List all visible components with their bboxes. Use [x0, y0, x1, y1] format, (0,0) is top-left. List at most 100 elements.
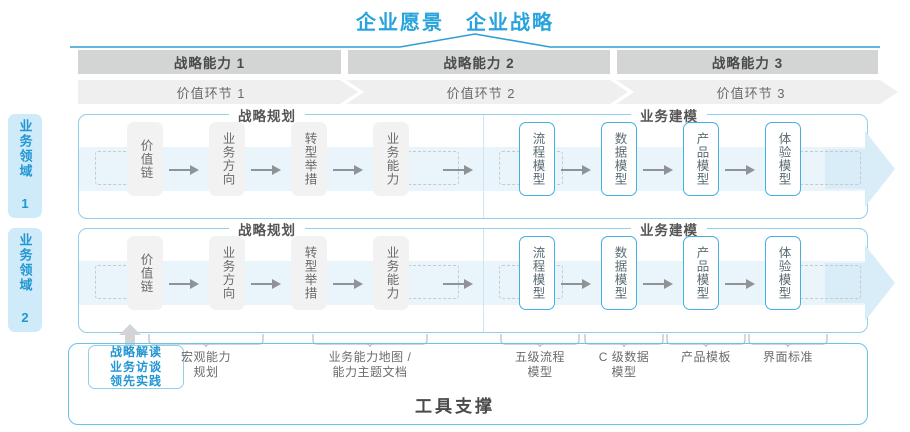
anno-line-1: 战略解读 — [109, 345, 162, 360]
label-c-level-data: C 级数据 模型 — [580, 350, 668, 380]
anno-line-3: 领先实践 — [109, 374, 162, 389]
arrow-icon — [643, 279, 673, 289]
tool-support-container — [68, 343, 868, 425]
domain-row-1: 战略规划 业务建模 价值链 业务方向 转型举措 业务能力 流程模型 数据模型 — [78, 105, 895, 219]
value-chain-cell-1[interactable]: 价值环节 1 — [78, 80, 358, 104]
label-macro-capability: 宏观能力 规划 — [146, 350, 266, 380]
label-line: 模型 — [611, 365, 637, 379]
label-line: 规划 — [193, 365, 219, 379]
node-label: 业务方向 — [220, 132, 235, 186]
capability-label-2: 战略能力 2 — [443, 56, 515, 71]
section-divider-2 — [483, 229, 484, 332]
arrow-icon — [443, 165, 473, 175]
label-five-level-process: 五级流程 模型 — [496, 350, 584, 380]
node-business-capability[interactable]: 业务能力 — [373, 236, 409, 310]
node-label: 流程模型 — [530, 246, 545, 300]
node-transformation-measures[interactable]: 转型举措 — [291, 122, 327, 196]
label-line: 宏观能力 — [180, 350, 231, 364]
value-chain-label-1: 价值环节 1 — [176, 85, 246, 101]
arrow-icon — [725, 279, 755, 289]
label-line: 业务能力地图 / — [328, 350, 412, 364]
node-label: 转型举措 — [302, 246, 317, 300]
node-business-direction[interactable]: 业务方向 — [209, 236, 245, 310]
node-label: 数据模型 — [612, 246, 627, 300]
node-label: 数据模型 — [612, 132, 627, 186]
value-chain-label-3: 价值环节 3 — [716, 85, 786, 101]
label-line: C 级数据 — [598, 350, 650, 364]
sidebar-item-label-1: 业务领域 1 — [17, 119, 33, 213]
value-chain-label-2: 价值环节 2 — [446, 85, 516, 101]
capability-cell-3[interactable]: 战略能力 3 — [617, 50, 878, 74]
capability-cell-2[interactable]: 战略能力 2 — [348, 50, 610, 74]
strategy-interpretation-box[interactable]: 战略解读 业务访谈 领先实践 — [88, 345, 184, 389]
node-label: 业务方向 — [220, 246, 235, 300]
annotation-up-arrow-icon — [119, 324, 141, 352]
value-chain-bar-row: 价值环节 1 价值环节 2 价值环节 3 — [78, 80, 898, 104]
arrow-icon — [333, 279, 363, 289]
domain-row-2: 战略规划 业务建模 价值链 业务方向 转型举措 业务能力 流程模型 数据模型 产… — [78, 219, 895, 333]
sidebar-item-domain-2[interactable]: 业务领域 2 — [8, 228, 42, 332]
label-product-template: 产品模板 — [662, 350, 750, 365]
value-chain-cell-3[interactable]: 价值环节 3 — [616, 80, 898, 104]
section-title-planning-1: 战略规划 — [229, 105, 305, 125]
node-transformation-measures[interactable]: 转型举措 — [291, 236, 327, 310]
node-business-direction[interactable]: 业务方向 — [209, 122, 245, 196]
label-line: 模型 — [527, 365, 553, 379]
node-label: 转型举措 — [302, 132, 317, 186]
node-label: 体验模型 — [776, 246, 791, 300]
node-label: 产品模型 — [694, 246, 709, 300]
arrow-icon — [443, 279, 473, 289]
node-product-model[interactable]: 产品模型 — [683, 236, 719, 310]
label-line: 五级流程 — [514, 350, 565, 364]
node-data-model[interactable]: 数据模型 — [601, 236, 637, 310]
section-title-modeling-2: 业务建模 — [631, 219, 707, 239]
arrow-icon — [169, 279, 199, 289]
arrow-icon — [333, 165, 363, 175]
capability-cell-1[interactable]: 战略能力 1 — [78, 50, 341, 74]
arrow-icon — [169, 165, 199, 175]
node-product-model[interactable]: 产品模型 — [683, 122, 719, 196]
arrow-icon — [251, 279, 281, 289]
node-experience-model[interactable]: 体验模型 — [765, 122, 801, 196]
node-process-model[interactable]: 流程模型 — [519, 122, 555, 196]
capability-label-1: 战略能力 1 — [173, 56, 246, 71]
dashed-placeholder — [797, 151, 861, 185]
arrow-icon — [643, 165, 673, 175]
node-process-model[interactable]: 流程模型 — [519, 236, 555, 310]
enterprise-strategy-title: 企业战略 — [466, 12, 554, 34]
node-label: 流程模型 — [530, 132, 545, 186]
node-value-chain[interactable]: 价值链 — [127, 122, 163, 196]
node-business-capability[interactable]: 业务能力 — [373, 122, 409, 196]
sidebar-item-label-2: 业务领域 2 — [17, 233, 33, 327]
node-label: 价值链 — [138, 138, 153, 180]
arrow-icon — [561, 165, 591, 175]
label-ui-standard: 界面标准 — [744, 350, 832, 365]
dashed-placeholder — [797, 265, 861, 299]
sidebar-item-domain-1[interactable]: 业务领域 1 — [8, 114, 42, 218]
node-data-model[interactable]: 数据模型 — [601, 122, 637, 196]
anno-line-2: 业务访谈 — [109, 359, 162, 374]
label-line: 能力主题文档 — [332, 365, 408, 379]
vision-connector-line — [70, 33, 880, 48]
section-divider-1 — [483, 115, 484, 218]
section-title-planning-2: 战略规划 — [229, 219, 305, 239]
label-capability-map: 业务能力地图 / 能力主题文档 — [306, 350, 434, 380]
value-chain-cell-2[interactable]: 价值环节 2 — [346, 80, 628, 104]
arrow-icon — [561, 279, 591, 289]
capability-label-3: 战略能力 3 — [711, 56, 784, 71]
strategic-capability-bar-row: 战略能力 1 战略能力 2 战略能力 3 — [78, 50, 878, 74]
node-value-chain[interactable]: 价值链 — [127, 236, 163, 310]
section-title-modeling-1: 业务建模 — [631, 105, 707, 125]
tool-support-title: 工具支撑 — [415, 397, 495, 416]
label-line: 产品模板 — [680, 350, 731, 364]
node-label: 价值链 — [138, 252, 153, 294]
node-label: 产品模型 — [694, 132, 709, 186]
node-label: 业务能力 — [384, 246, 399, 300]
node-label: 业务能力 — [384, 132, 399, 186]
node-label: 体验模型 — [776, 132, 791, 186]
enterprise-vision-title: 企业愿景 — [356, 12, 444, 34]
diagram-top-titles: 企业愿景企业战略 — [0, 6, 910, 35]
arrow-icon — [251, 165, 281, 175]
node-experience-model[interactable]: 体验模型 — [765, 236, 801, 310]
label-line: 界面标准 — [762, 350, 813, 364]
